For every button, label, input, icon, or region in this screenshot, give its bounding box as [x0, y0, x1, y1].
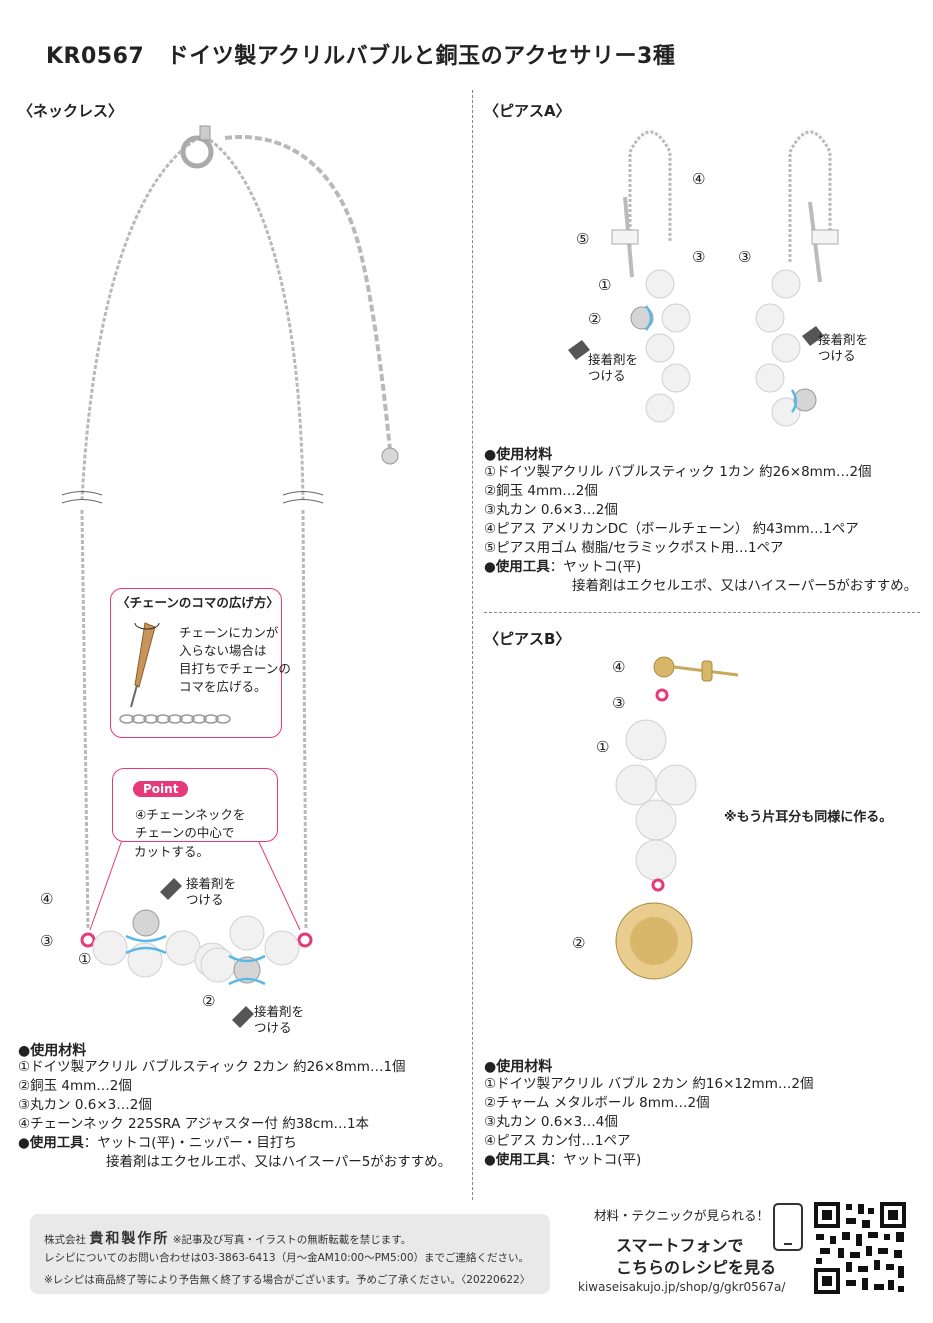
- pierce-a-material-4: ④ピアス アメリカンDC（ボールチェーン） 約43mm…1ペア: [484, 521, 859, 537]
- pierce-a-label-3b: ③: [738, 248, 752, 266]
- smartphone-icon: [773, 1203, 803, 1251]
- necklace-material-2: ②銅玉 4mm…2個: [18, 1078, 132, 1094]
- necklace-label-2: ②: [202, 992, 216, 1010]
- necklace-material-3: ③丸カン 0.6×3…2個: [18, 1097, 152, 1113]
- awl-icon: [130, 622, 160, 708]
- pierce-a-materials-title: ●使用材料: [484, 447, 553, 463]
- chain-tip-box: 〈チェーンのコマの広げ方〉 チェーンにカンが 入らない場合は 目打ちでチェーンの…: [110, 588, 291, 738]
- pierce-b-material-2: ②チャーム メタルボール 8mm…2個: [484, 1095, 710, 1111]
- qr-code-icon[interactable]: [812, 1200, 908, 1296]
- column-divider: [472, 90, 473, 1200]
- chain-tip-line-4: コマを広げる。: [179, 679, 267, 694]
- pierce-a-material-2: ②銅玉 4mm…2個: [484, 483, 598, 499]
- smartphone-line-2: こちらのレシピを見る: [616, 1258, 777, 1277]
- pierce-b-label-2: ②: [572, 934, 586, 952]
- pierce-a-tools-text: ：ヤットコ(平): [549, 559, 642, 575]
- necklace-tools-text: ：ヤットコ(平)・ニッパー・目打ち: [83, 1135, 297, 1151]
- chain-tip-line-2: 入らない場合は: [179, 643, 267, 658]
- pierce-b-illustration: [615, 656, 739, 980]
- pierce-a-label-1: ①: [598, 276, 612, 294]
- footer-notice: ※レシピは商品終了等により予告無く終了する場合がございます。予めご了承ください。…: [44, 1274, 531, 1286]
- point-line-3: カットする。: [134, 844, 210, 859]
- pierce-b-tools: ●使用工具：ヤットコ(平): [484, 1151, 641, 1170]
- smartphone-caption: 材料・テクニックが見られる！: [594, 1208, 770, 1223]
- recipe-url[interactable]: kiwaseisakujo.jp/shop/g/gkr0567a/: [578, 1280, 786, 1294]
- pierce-a-label-4: ④: [692, 170, 706, 188]
- necklace-materials-title: ●使用材料: [18, 1043, 87, 1059]
- pierce-b-heading: 〈ピアスB〉: [484, 630, 571, 648]
- pierce-a-illustration: [568, 130, 839, 427]
- pierce-b-note: ※もう片耳分も同様に作る。: [724, 810, 893, 825]
- necklace-label-3: ③: [40, 932, 54, 950]
- point-badge: Point: [133, 781, 189, 797]
- pierce-a-label-2: ②: [588, 310, 602, 328]
- necklace-glue-label-2: 接着剤を つける: [254, 1004, 305, 1035]
- pierce-b-label-4: ④: [612, 658, 626, 676]
- necklace-tools: ●使用工具：ヤットコ(平)・ニッパー・目打ち: [18, 1134, 297, 1153]
- pierce-b-label-1: ①: [596, 738, 610, 756]
- pierce-a-glue-label-2: 接着剤を つける: [818, 332, 869, 363]
- page-title: KR0567 ドイツ製アクリルバブルと銅玉のアクセサリー3種: [46, 44, 676, 69]
- pierce-a-tools-title: ●使用工具: [484, 559, 550, 575]
- necklace-material-1: ①ドイツ製アクリル バブルスティック 2カン 約26×8mm…1個: [18, 1059, 406, 1075]
- pierce-b-label-3: ③: [612, 694, 626, 712]
- pierce-b-material-3: ③丸カン 0.6×3…4個: [484, 1114, 618, 1130]
- footer-contact: レシピについてのお問い合わせは03-3863-6413（月～金AM10:00～P…: [44, 1252, 530, 1264]
- chain-tip-line-1: チェーンにカンが: [179, 625, 279, 640]
- footer-company-line: 株式会社 貴和製作所 ※記事及び写真・イラストの無断転載を禁じます。: [44, 1228, 411, 1248]
- pierce-a-material-1: ①ドイツ製アクリル バブルスティック 1カン 約26×8mm…2個: [484, 464, 872, 480]
- necklace-illustration: [61, 125, 399, 1028]
- necklace-material-4: ④チェーンネック 225SRA アジャスター付 約38cm…1本: [18, 1116, 370, 1132]
- section-divider: [484, 612, 920, 613]
- chain-tip-line-3: 目打ちでチェーンの: [179, 661, 291, 676]
- necklace-label-1: ①: [78, 950, 92, 968]
- pierce-a-label-5: ⑤: [576, 230, 590, 248]
- necklace-glue-label-1: 接着剤を つける: [186, 876, 237, 907]
- pierce-b-tools-text: ：ヤットコ(平): [549, 1152, 642, 1168]
- footer: 株式会社 貴和製作所 ※記事及び写真・イラストの無断転載を禁じます。 レシピにつ…: [30, 1214, 550, 1294]
- chain-links-icon: [119, 714, 231, 724]
- pierce-a-tools-note: 接着剤はエクセルエポ、又はハイスーパー5がおすすめ。: [572, 578, 918, 594]
- point-line-1: ④チェーンネックを: [135, 807, 246, 822]
- pierce-b-tools-title: ●使用工具: [484, 1152, 550, 1168]
- necklace-tools-title: ●使用工具: [18, 1135, 84, 1151]
- pierce-b-materials-title: ●使用材料: [484, 1059, 553, 1075]
- pierce-a-label-3: ③: [692, 248, 706, 266]
- footer-copyright: ※記事及び写真・イラストの無断転載を禁じます。: [172, 1234, 412, 1246]
- necklace-tools-note: 接着剤はエクセルエポ、又はハイスーパー5がおすすめ。: [106, 1154, 452, 1170]
- point-line-2: チェーンの中心で: [135, 825, 235, 840]
- necklace-label-4: ④: [40, 890, 54, 908]
- pierce-a-glue-label-1: 接着剤を つける: [588, 352, 639, 383]
- point-box: Point ④チェーンネックを チェーンの中心で: [112, 768, 278, 842]
- footer-company-prefix: 株式会社: [44, 1234, 86, 1246]
- pierce-a-tools: ●使用工具：ヤットコ(平): [484, 558, 641, 577]
- chain-tip-heading: 〈チェーンのコマの広げ方〉: [117, 595, 279, 610]
- smartphone-line-1: スマートフォンで: [616, 1236, 744, 1255]
- necklace-heading: 〈ネックレス〉: [18, 102, 124, 120]
- company-logo: 貴和製作所: [89, 1231, 170, 1247]
- pierce-a-material-3: ③丸カン 0.6×3…2個: [484, 502, 618, 518]
- pierce-b-material-4: ④ピアス カン付…1ペア: [484, 1133, 631, 1149]
- pierce-a-material-5: ⑤ピアス用ゴム 樹脂/セラミックポスト用…1ペア: [484, 540, 784, 556]
- pierce-a-heading: 〈ピアスA〉: [484, 102, 571, 120]
- pierce-b-material-1: ①ドイツ製アクリル バブル 2カン 約16×12mm…2個: [484, 1076, 814, 1092]
